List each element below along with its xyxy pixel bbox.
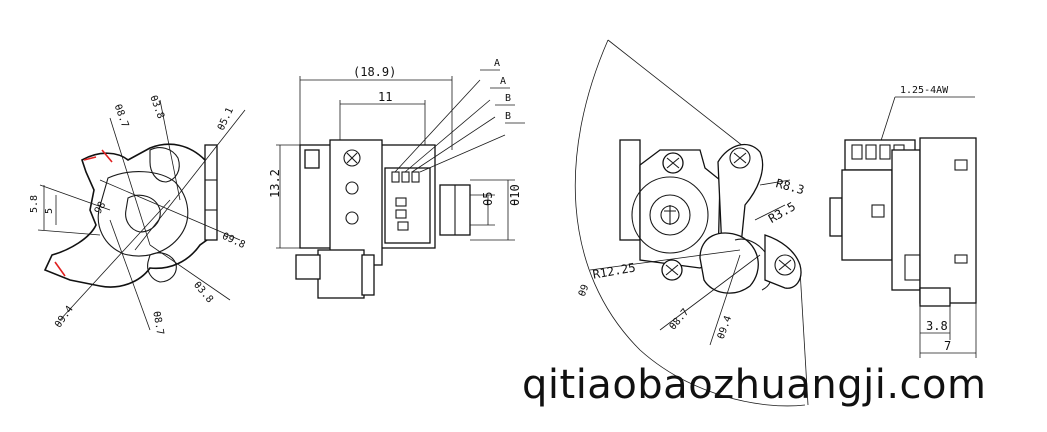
dim-phi-9-8: θ9.8 <box>220 231 246 251</box>
dim-5: 5 <box>44 208 55 214</box>
dim-phi-9-4: θ9.4 <box>53 304 76 330</box>
dim-phi-5-1: θ5.1 <box>216 106 236 132</box>
dim-phi-10: θ10 <box>508 184 522 206</box>
dim-5-8: 5.8 <box>29 195 40 213</box>
left-gear-view: 5.8 5 98 θ8.7 θ3.8 θ5.1 θ9.8 θ9.4 θ8.7 θ… <box>29 94 247 336</box>
right-connector-view: 1.25-4AW 3.8 7 <box>829 85 977 358</box>
dim-phi-8-7-bottom: θ8.7 <box>150 310 165 336</box>
dim-18-9: (18.9) <box>353 65 396 79</box>
dim-11: 11 <box>378 90 392 104</box>
pin-label-a2: A <box>500 76 506 87</box>
pin-label-b2: B <box>505 111 511 122</box>
dim-r-8-3: R8.3 <box>774 176 806 197</box>
dim-r-3-5: R3.5 <box>766 199 798 226</box>
dim-phi-5: θ5 <box>481 192 495 206</box>
pin-label-a1: A <box>494 58 500 69</box>
pin-label-b1: B <box>505 93 511 104</box>
side-motor-view: (18.9) 11 13.2 A A <box>268 58 525 299</box>
dim-phi-8-7-top: θ8.7 <box>112 103 131 129</box>
dim-phi-3-8-bottom: θ3.8 <box>191 280 215 306</box>
label-connector-1-25-4aw: 1.25-4AW <box>900 85 949 96</box>
dim-phi-9: θ9 <box>577 283 591 298</box>
dim-7: 7 <box>944 339 951 353</box>
dim-98: 98 <box>93 200 109 216</box>
dim-phi-3-8-top: θ3.8 <box>147 94 166 120</box>
dim-13-2: 13.2 <box>268 169 282 198</box>
watermark-text: qitiaobaozhuangji.com <box>522 362 987 408</box>
dim-r-12-25: R12.25 <box>592 260 637 281</box>
dim-3-8: 3.8 <box>926 319 948 333</box>
front-gear-view: R8.3 R3.5 R12.25 θ9 θ8.7 θ9.4 <box>574 39 809 407</box>
dim-phi-8-7: θ8.7 <box>668 307 692 333</box>
